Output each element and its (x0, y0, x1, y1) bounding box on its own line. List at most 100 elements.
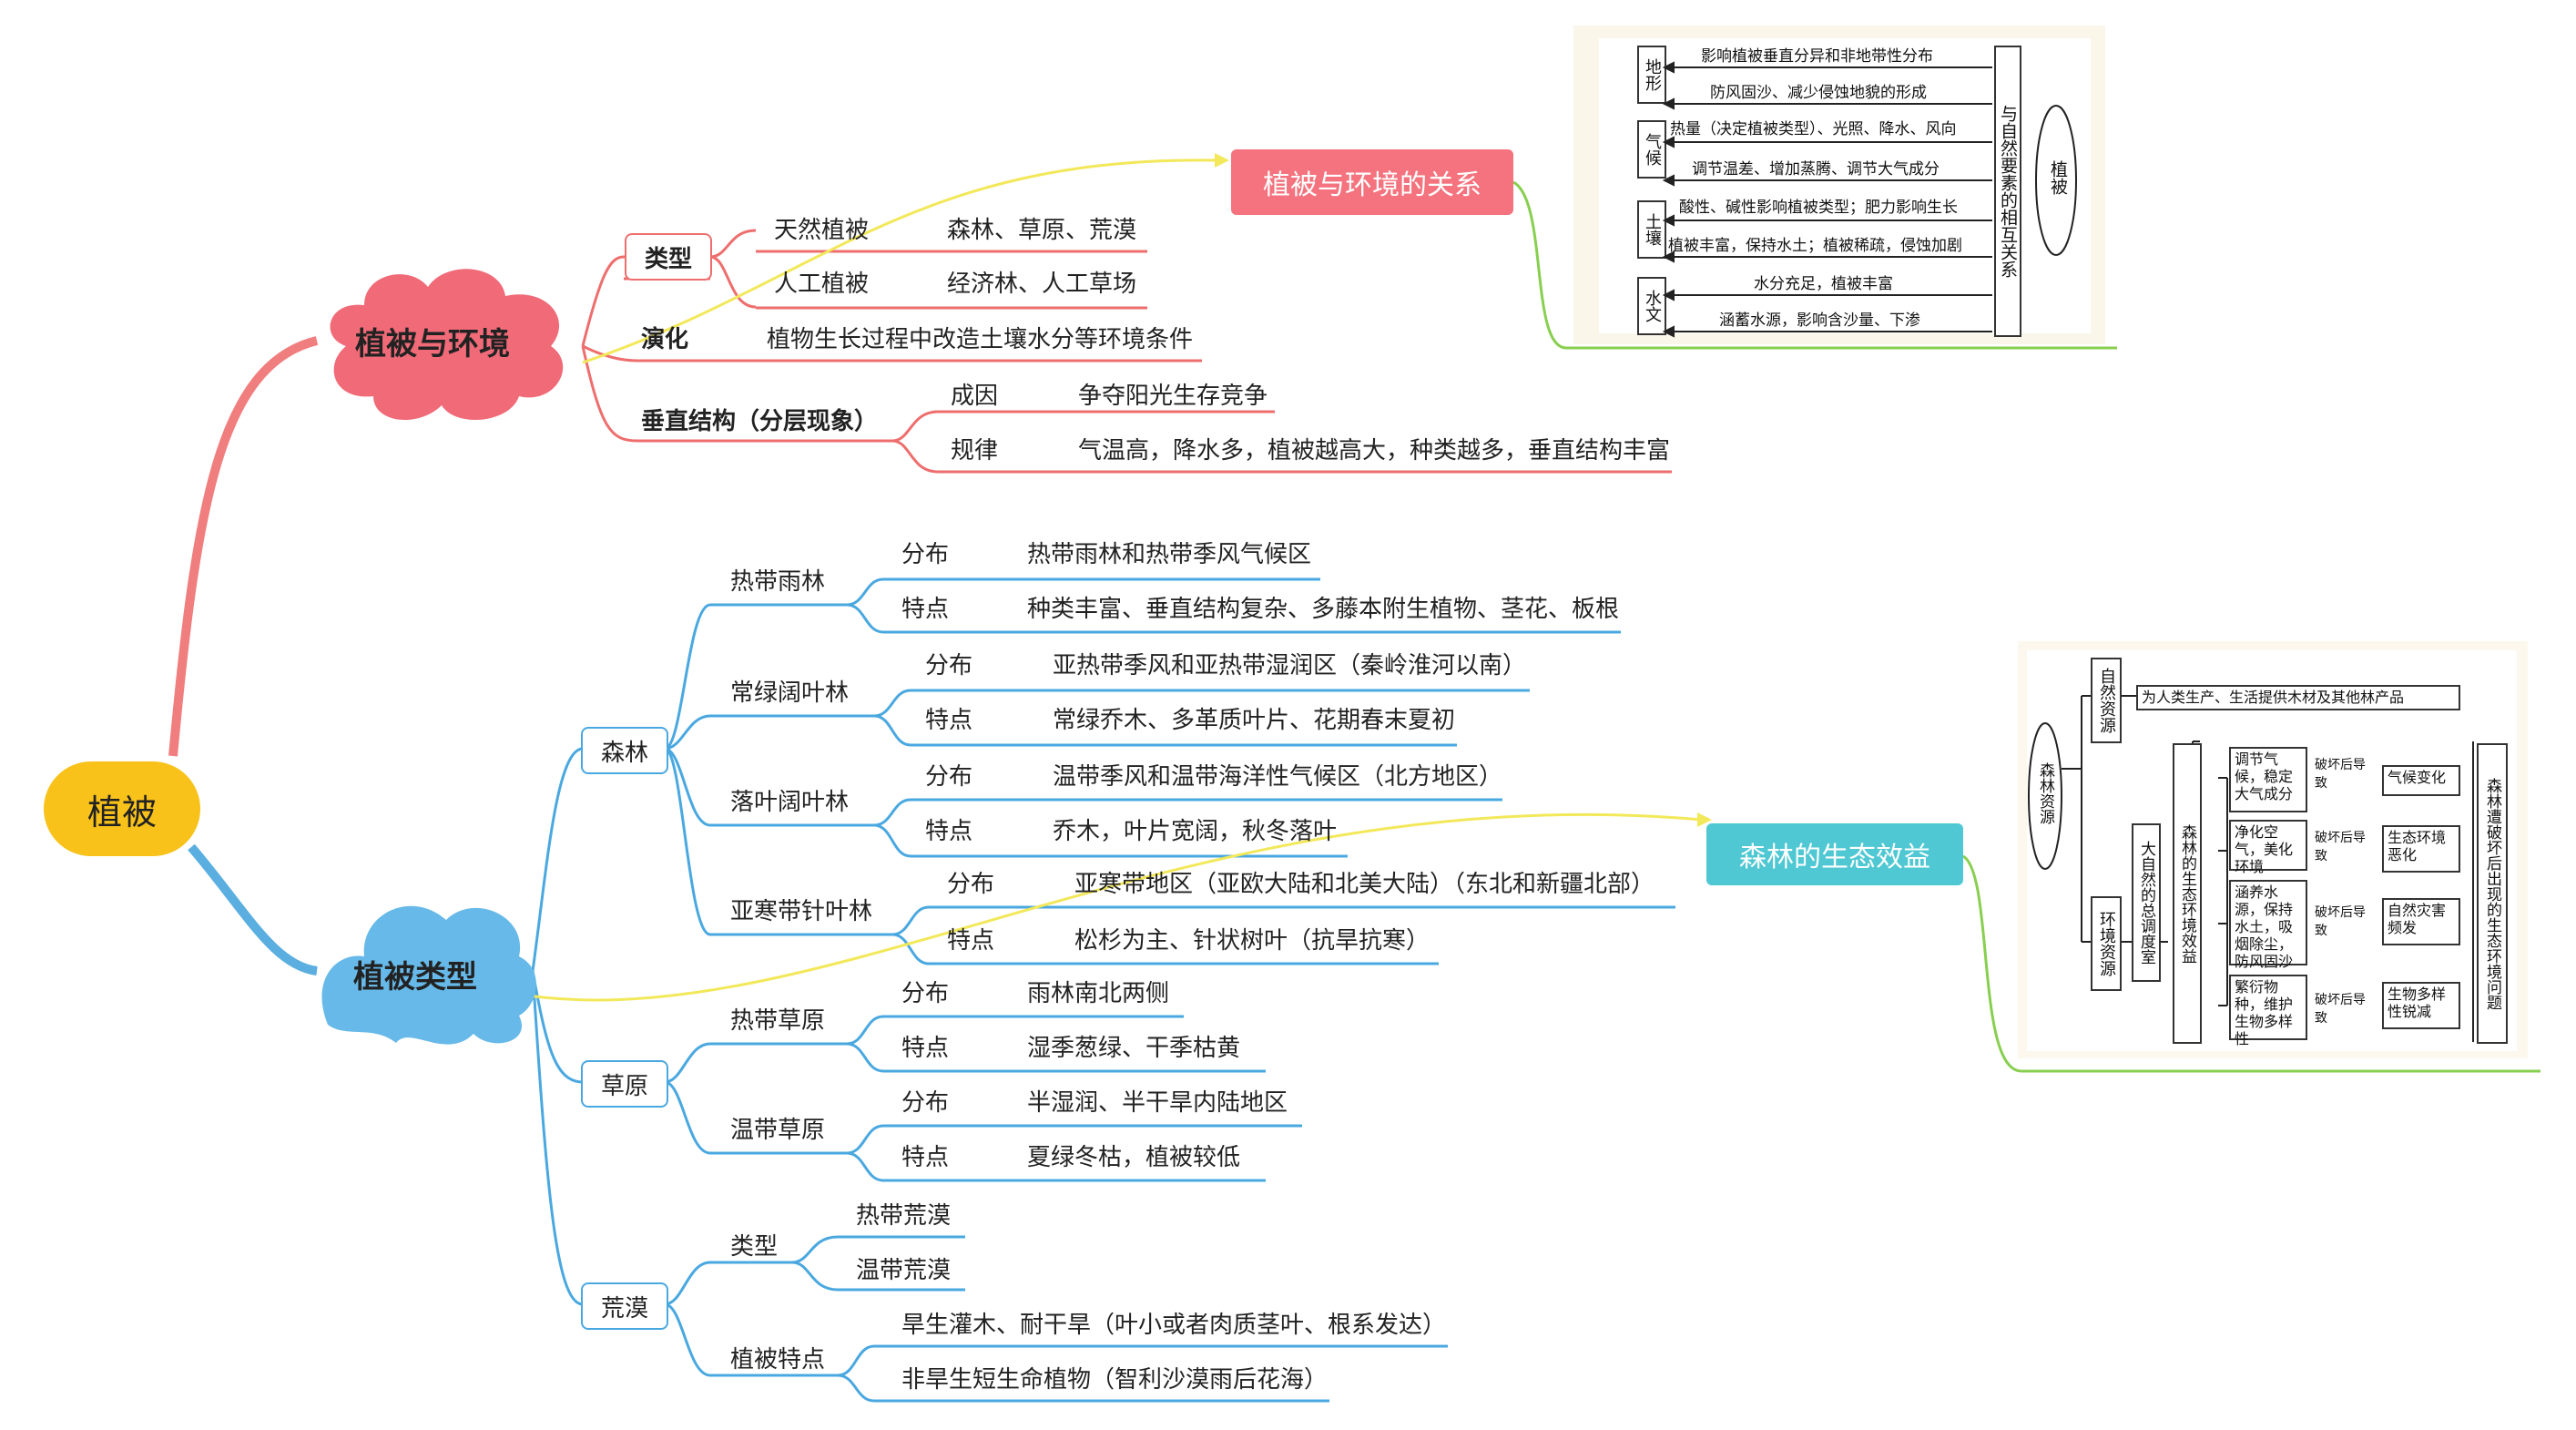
evolution-value[interactable]: 植物生长过程中改造土壤水分等环境条件 (767, 326, 1194, 353)
type-node[interactable]: 类型 (625, 233, 712, 281)
desert-feature-label[interactable]: 植被特点 (730, 1346, 826, 1374)
fig2-effect: 森林的生态环境效益 (2173, 743, 2202, 1044)
evergreen-dist-label[interactable]: 分布 (925, 652, 973, 679)
fig1-relation-box: 与自然要素的相互关系 (1994, 46, 2021, 337)
fig2-benefit: 净化空气，美化环境 (2229, 820, 2307, 875)
desert-label: 荒漠 (600, 1294, 648, 1323)
forest-benefit-callout[interactable]: 森林的生态效益 (1706, 823, 1963, 885)
fig1-row: 酸性、碱性影响植被类型；肥力影响生长 (1679, 199, 1958, 217)
tropical-grassland-feat-label[interactable]: 特点 (901, 1035, 950, 1062)
fig2-arrow-label: 破坏后导致 (2315, 905, 2366, 938)
fig2-arrow-label: 破坏后导致 (2315, 758, 2366, 791)
fig1-center-label: 植被 (2048, 160, 2068, 195)
fig2-natural: 自然资源 (2091, 658, 2122, 743)
desert-feature-item[interactable]: 非旱生短生命植物（智利沙漠雨后花海） (901, 1366, 1329, 1394)
desert-feature-item[interactable]: 旱生灌木、耐干旱（叶小或者肉质茎叶、根系发达） (901, 1312, 1447, 1339)
deciduous-feat[interactable]: 乔木，叶片宽阔，秋冬落叶 (1053, 818, 1338, 845)
taiga-dist-label[interactable]: 分布 (947, 871, 995, 898)
tropical-grassland-label[interactable]: 热带草原 (730, 1007, 826, 1035)
deciduous-dist-label[interactable]: 分布 (925, 763, 973, 791)
grassland-node[interactable]: 草原 (581, 1060, 668, 1108)
deciduous-dist[interactable]: 温带季风和温带海洋性气候区（北方地区） (1053, 763, 1503, 791)
factor-terrain: 地形 (1637, 46, 1666, 104)
branch2-title[interactable]: 植被类型 (353, 959, 477, 996)
temperate-grassland-dist[interactable]: 半湿润、半干旱内陆地区 (1027, 1089, 1288, 1117)
taiga-feat[interactable]: 松杉为主、针状树叶（抗旱抗寒） (1074, 927, 1431, 955)
desert-type-label[interactable]: 类型 (730, 1233, 779, 1261)
fig2-benefit: 繁衍物种，维护生物多样性 (2229, 975, 2307, 1047)
artificial-veg-label[interactable]: 人工植被 (774, 271, 870, 298)
vertical-rule-label[interactable]: 规律 (951, 437, 999, 465)
deciduous-feat-label[interactable]: 特点 (925, 818, 973, 845)
rainforest-feat[interactable]: 种类丰富、垂直结构复杂、多藤本附生植物、茎花、板根 (1027, 596, 1620, 623)
evergreen-feat[interactable]: 常绿乔木、多革质叶片、花期春末夏初 (1053, 707, 1456, 734)
fig1-row: 植被丰富，保持水土；植被稀疏，侵蚀加剧 (1668, 237, 1962, 255)
vertical-cause-value[interactable]: 争夺阳光生存竞争 (1078, 383, 1268, 410)
fig2-result: 生态环境恶化 (2382, 825, 2460, 873)
branch2-cloud (321, 905, 536, 1045)
tropical-grassland-dist[interactable]: 雨林南北两侧 (1027, 980, 1170, 1007)
type-label: 类型 (644, 245, 692, 273)
fig2-env: 环境资源 (2091, 896, 2122, 991)
figure1-arrows (1662, 61, 2077, 338)
fig1-row: 防风固沙、减少侵蚀地貌的形成 (1710, 84, 1927, 102)
taiga-dist[interactable]: 亚寒带地区（亚欧大陆和北美大陆）（东北和新疆北部） (1074, 871, 1655, 898)
forest-benefit-callout-label: 森林的生态效益 (1739, 842, 1930, 873)
fig1-row: 热量（决定植被类型）、光照、降水、风向 (1670, 120, 1957, 138)
desert-type-item[interactable]: 温带荒漠 (856, 1257, 952, 1284)
fig2-result: 生物多样性锐减 (2382, 982, 2460, 1029)
natural-veg-label[interactable]: 天然植被 (774, 217, 870, 244)
fig1-row: 影响植被垂直分异和非地带性分布 (1701, 47, 1933, 66)
rainforest-dist-label[interactable]: 分布 (901, 541, 950, 568)
artificial-veg-value[interactable]: 经济林、人工草场 (947, 271, 1137, 298)
rainforest-feat-label[interactable]: 特点 (901, 596, 950, 623)
natural-veg-value[interactable]: 森林、草原、荒漠 (947, 217, 1137, 244)
root-topic[interactable]: 植被 (44, 761, 200, 856)
fig2-arrow-label: 破坏后导致 (2315, 993, 2366, 1026)
relation-callout[interactable]: 植被与环境的关系 (1231, 149, 1513, 215)
temperate-grassland-feat-label[interactable]: 特点 (901, 1144, 950, 1171)
tropical-grassland-feat[interactable]: 湿季葱绿、干季枯黄 (1027, 1035, 1241, 1062)
branch1-title[interactable]: 植被与环境 (355, 326, 510, 363)
vertical-structure-label[interactable]: 垂直结构（分层现象） (641, 408, 879, 435)
tropical-grassland-dist-label[interactable]: 分布 (901, 980, 950, 1007)
fig1-row: 涵蓄水源，影响含沙量、下渗 (1719, 312, 1920, 330)
fig2-benefit: 涵养水源，保持水土，吸烟除尘，防风固沙 (2229, 880, 2307, 970)
fig2-root: 森林资源 (2036, 762, 2054, 824)
fig2-benefit: 调节气候，稳定大气成分 (2229, 747, 2307, 812)
taiga-feat-label[interactable]: 特点 (947, 927, 995, 955)
fig2-final: 森林遭破坏后出现的生态环境问题 (2477, 743, 2508, 1044)
evergreen-label[interactable]: 常绿阔叶林 (730, 679, 850, 707)
evergreen-dist[interactable]: 亚热带季风和亚热带湿润区（秦岭淮河以南） (1053, 652, 1527, 679)
fig1-row: 水分充足，植被丰富 (1754, 275, 1893, 293)
deciduous-label[interactable]: 落叶阔叶林 (730, 789, 850, 816)
fig2-regulator: 大自然的总调度室 (2132, 823, 2161, 982)
fig1-row: 调节温差、增加蒸腾、调节大气成分 (1692, 160, 1940, 179)
branch1-cloud (330, 269, 564, 421)
fig2-arrow-label: 破坏后导致 (2315, 831, 2366, 863)
evolution-label[interactable]: 演化 (641, 326, 689, 353)
fig2-product: 为人类生产、生活提供木材及其他林产品 (2136, 685, 2460, 710)
relation-callout-label: 植被与环境的关系 (1263, 169, 1481, 201)
taiga-label[interactable]: 亚寒带针叶林 (730, 898, 873, 925)
fig2-result: 气候变化 (2382, 765, 2460, 796)
root-label: 植被 (87, 792, 157, 832)
temperate-grassland-label[interactable]: 温带草原 (730, 1117, 826, 1144)
factor-hydrology: 水文 (1637, 277, 1666, 335)
factor-soil: 土壤 (1637, 200, 1666, 259)
temperate-grassland-dist-label[interactable]: 分布 (901, 1089, 950, 1117)
desert-type-item[interactable]: 热带荒漠 (856, 1202, 952, 1230)
forest-benefit-figure: 森林资源 自然资源 环境资源 为人类生产、生活提供木材及其他林产品 大自然的总调… (2018, 641, 2528, 1058)
vertical-rule-value[interactable]: 气温高，降水多，植被越高大，种类越多，垂直结构丰富 (1078, 437, 1671, 465)
evergreen-feat-label[interactable]: 特点 (925, 707, 973, 734)
temperate-grassland-feat[interactable]: 夏绿冬枯，植被较低 (1027, 1144, 1241, 1171)
factor-climate: 气候 (1637, 120, 1666, 179)
vertical-cause-label[interactable]: 成因 (951, 383, 999, 410)
grassland-label: 草原 (600, 1072, 648, 1100)
desert-node[interactable]: 荒漠 (581, 1282, 668, 1330)
rainforest-label[interactable]: 热带雨林 (730, 568, 826, 596)
vegetation-environment-figure: 地形 气候 土壤 水文 影响植被垂直分异和非地带性分布 防风固沙、减少侵蚀地貌的… (1573, 26, 2105, 344)
rainforest-dist[interactable]: 热带雨林和热带季风气候区 (1027, 541, 1312, 568)
forest-node[interactable]: 森林 (581, 727, 668, 774)
